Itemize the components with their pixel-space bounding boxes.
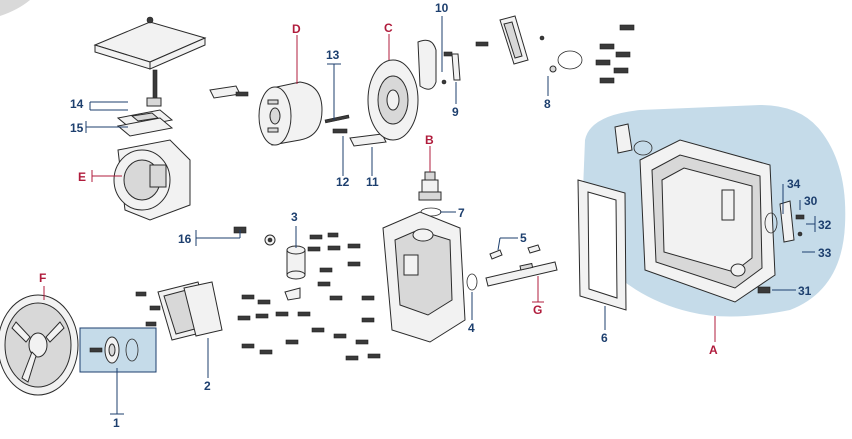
part-b-fitting (418, 171, 442, 217)
callout-10: 10 (435, 1, 449, 15)
callout-2: 2 (204, 379, 211, 393)
callout-30: 30 (804, 194, 818, 208)
part-8-seal-ring (549, 50, 583, 73)
part-c-end-plate (367, 59, 419, 141)
end-gasket (417, 39, 453, 90)
gasket-plates (116, 109, 174, 137)
callout-labels: 1 2 3 4 5 6 7 8 9 10 11 12 13 14 15 16 3… (39, 1, 832, 430)
part-11-vane (349, 133, 387, 147)
callout-11: 11 (366, 175, 379, 189)
callout-31: 31 (798, 284, 812, 298)
callout-14: 14 (70, 97, 84, 111)
callout-g: G (533, 303, 542, 317)
callout-4: 4 (468, 321, 475, 335)
pump-base-frame (382, 211, 466, 343)
top-cover-plate (93, 16, 207, 107)
callout-12: 12 (336, 175, 350, 189)
callout-33: 33 (818, 246, 832, 260)
callout-3: 3 (291, 210, 298, 224)
part-4-oring (466, 273, 478, 291)
leader-lines (85, 16, 816, 415)
part-f-pulley (0, 294, 79, 396)
vanes-set (209, 85, 249, 99)
base-bolts (237, 232, 381, 361)
pins-12-13 (324, 114, 350, 134)
callout-16: 16 (178, 232, 192, 246)
part-e-housing (113, 139, 191, 221)
callout-5: 5 (520, 231, 527, 245)
callout-15: 15 (70, 121, 84, 135)
part-1-seal-kit (79, 327, 157, 373)
part-2-side-covers (135, 281, 223, 341)
callout-8: 8 (544, 97, 551, 111)
callout-a: A (709, 343, 718, 357)
bearing-flange (475, 15, 545, 65)
small-bracket (284, 287, 301, 301)
callout-7: 7 (458, 206, 465, 220)
top-right-bolts (595, 24, 635, 84)
part-a-gearbox (614, 123, 776, 303)
callout-9: 9 (452, 105, 459, 119)
callout-13: 13 (326, 48, 340, 62)
part-d-rotor (258, 81, 323, 146)
corner-swatch (0, 0, 30, 16)
part-5-key (489, 244, 541, 260)
callout-e: E (78, 170, 86, 184)
part-6-gasket-frame (577, 179, 627, 311)
callout-32: 32 (818, 218, 832, 232)
callout-1: 1 (113, 416, 120, 430)
callout-f: F (39, 271, 46, 285)
part-3-bushing (286, 245, 306, 280)
letter-leader-lines (43, 34, 716, 342)
callout-34: 34 (787, 177, 801, 191)
callout-b: B (425, 133, 434, 147)
callout-c: C (384, 21, 393, 35)
part-g-shaft (485, 261, 558, 287)
part-9-lever (451, 53, 461, 81)
callout-d: D (292, 22, 301, 36)
callout-6: 6 (601, 331, 608, 345)
